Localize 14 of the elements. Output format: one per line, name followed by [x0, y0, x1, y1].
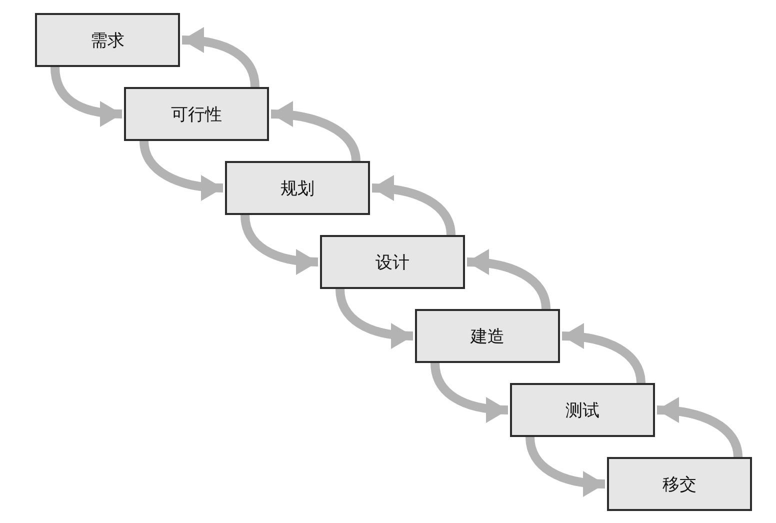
box-label: 可行性	[171, 104, 222, 126]
process-box	[510, 383, 655, 437]
box-label: 需求	[90, 30, 124, 52]
process-box	[225, 161, 370, 215]
process-box	[607, 457, 752, 511]
process-box	[320, 235, 465, 289]
box-label: 移交	[662, 474, 696, 496]
box-label: 测试	[566, 400, 600, 422]
box-label: 建造	[470, 326, 504, 348]
process-box	[35, 13, 180, 67]
process-box	[415, 309, 560, 363]
box-label: 规划	[280, 178, 314, 200]
process-box	[124, 87, 269, 141]
box-label: 设计	[376, 252, 410, 274]
